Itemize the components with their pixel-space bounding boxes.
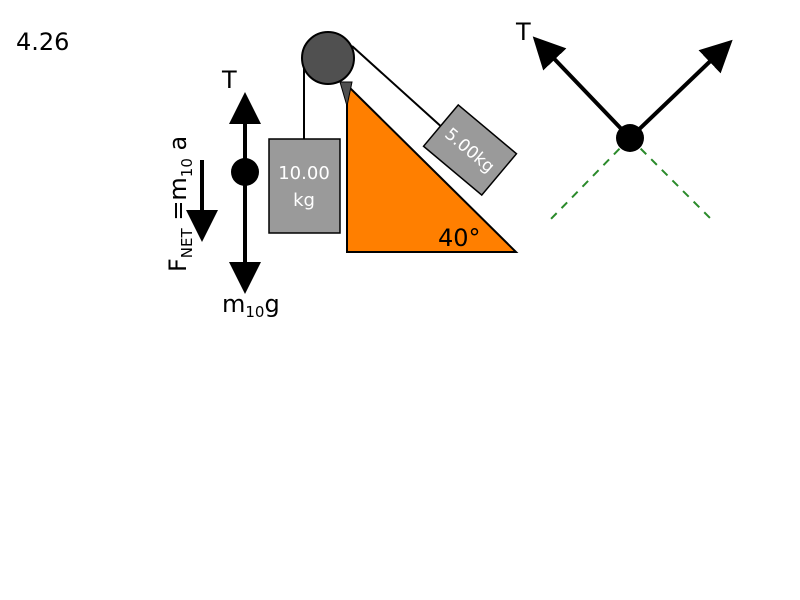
hanging-mass-line2: kg <box>293 190 315 211</box>
incline-block: 5.00kg <box>422 103 518 197</box>
pulley-bracket <box>339 81 353 107</box>
net-force-equals-m: =m <box>164 177 192 228</box>
net-force-m-subscript: 10 <box>178 158 196 177</box>
net-force-label: FNET =m10 a <box>164 136 196 272</box>
problem-number: 4.26 <box>16 28 69 56</box>
incline-block-fbd: T <box>515 18 733 223</box>
incline-block-point <box>616 124 644 152</box>
tension-label-incline: T <box>515 18 531 46</box>
net-force-a: a <box>164 136 192 158</box>
tension-label: T <box>221 66 237 94</box>
incline-wedge <box>346 82 519 253</box>
hanging-mass-line1: 10.00 <box>278 163 330 184</box>
weight-label: m10g <box>222 290 280 321</box>
dashed-axis-left <box>547 137 631 223</box>
hanging-mass-point <box>231 158 259 186</box>
net-force-subscript: NET <box>178 227 196 258</box>
weight-label-m: m <box>222 290 245 318</box>
incline-string <box>351 45 446 131</box>
net-force-F: F <box>164 258 192 272</box>
normal-force-arrow <box>628 39 733 140</box>
weight-label-g: g <box>264 290 279 318</box>
incline-angle-label: 40° <box>438 224 481 252</box>
weight-label-subscript: 10 <box>245 303 264 321</box>
hanging-block <box>268 138 341 234</box>
hanging-mass-fbd: T m10g FNET =m10 a <box>164 66 280 321</box>
incline-block-body <box>422 103 518 197</box>
apparatus: 10.00 kg 5.00kg 40° <box>268 31 519 253</box>
dashed-axis-right <box>629 137 715 223</box>
tension-arrow-incline <box>532 36 632 140</box>
pulley <box>301 31 355 85</box>
